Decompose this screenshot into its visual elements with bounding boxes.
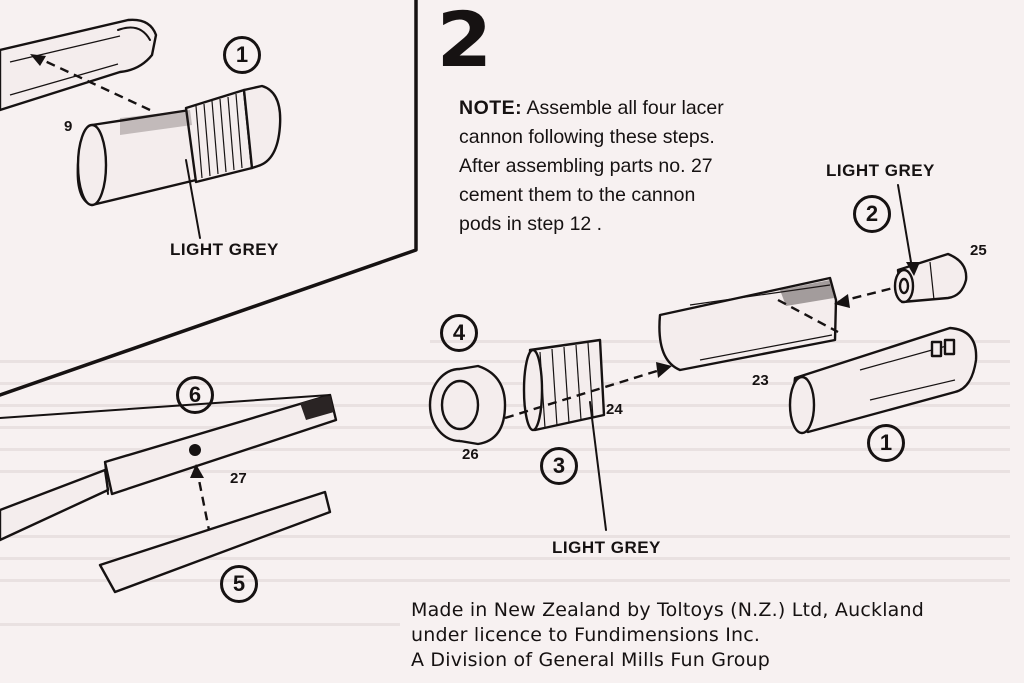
assembly-arrow-25 xyxy=(837,283,906,304)
callout-1: 1 xyxy=(867,424,905,462)
assembly-note: NOTE: Assemble all four lacer cannon fol… xyxy=(459,94,789,239)
credit-line: Made in New Zealand by Toltoys (N.Z.) Lt… xyxy=(411,599,925,621)
part-1-pod xyxy=(788,326,978,435)
step-number: 2 xyxy=(436,0,493,84)
note-heading: NOTE: xyxy=(459,97,523,119)
arrowhead xyxy=(834,294,850,308)
part-number: 26 xyxy=(462,446,479,463)
note-line: Assemble all four lacer xyxy=(526,97,724,119)
paint-label: LIGHT GREY xyxy=(552,538,661,557)
assembly-arrow-24 xyxy=(504,368,661,420)
rod-assembly xyxy=(0,393,338,542)
part-23-shell xyxy=(658,276,838,372)
paint-label: LIGHT GREY xyxy=(826,161,935,180)
credit-line: A Division of General Mills Fun Group xyxy=(411,649,771,671)
part-25-cylinder xyxy=(893,252,968,304)
leader-line xyxy=(897,184,913,269)
assembly-arrow-27 xyxy=(196,474,212,536)
note-line: cement them to the cannon xyxy=(459,184,696,206)
part-5-strip xyxy=(98,490,332,594)
part-number: 9 xyxy=(64,118,73,135)
part-26-ring xyxy=(428,364,507,446)
step-panel-border xyxy=(0,0,418,397)
assembly-arrow-23 xyxy=(777,298,839,334)
credit-line: under licence to Fundimensions Inc. xyxy=(411,624,761,646)
callout-1: 1 xyxy=(223,36,261,74)
callout-6: 6 xyxy=(176,376,214,414)
note-line: cannon following these steps. xyxy=(459,126,715,148)
part-number: 23 xyxy=(752,372,769,389)
part-9-barrel xyxy=(76,84,282,207)
part-number: 24 xyxy=(606,401,623,418)
part-number: 25 xyxy=(970,242,987,259)
note-line: pods in step 12 . xyxy=(459,213,603,235)
callout-4: 4 xyxy=(440,314,478,352)
assembly-arrow-9 xyxy=(33,54,151,112)
sprue-piece xyxy=(0,18,158,112)
part-24-gear xyxy=(522,338,606,432)
arrowhead xyxy=(30,54,46,66)
arrowhead xyxy=(190,464,204,478)
part-number: 27 xyxy=(230,470,247,487)
callout-2: 2 xyxy=(853,195,891,233)
leader-line xyxy=(589,401,607,531)
manufacturer-credits: Made in New Zealand by Toltoys (N.Z.) Lt… xyxy=(411,598,924,673)
arrowhead xyxy=(656,362,672,378)
callout-5: 5 xyxy=(220,565,258,603)
paint-label: LIGHT GREY xyxy=(170,240,279,259)
arrowhead xyxy=(906,262,920,276)
callout-3: 3 xyxy=(540,447,578,485)
note-line: After assembling parts no. 27 xyxy=(459,155,713,177)
leader-line xyxy=(185,159,201,239)
